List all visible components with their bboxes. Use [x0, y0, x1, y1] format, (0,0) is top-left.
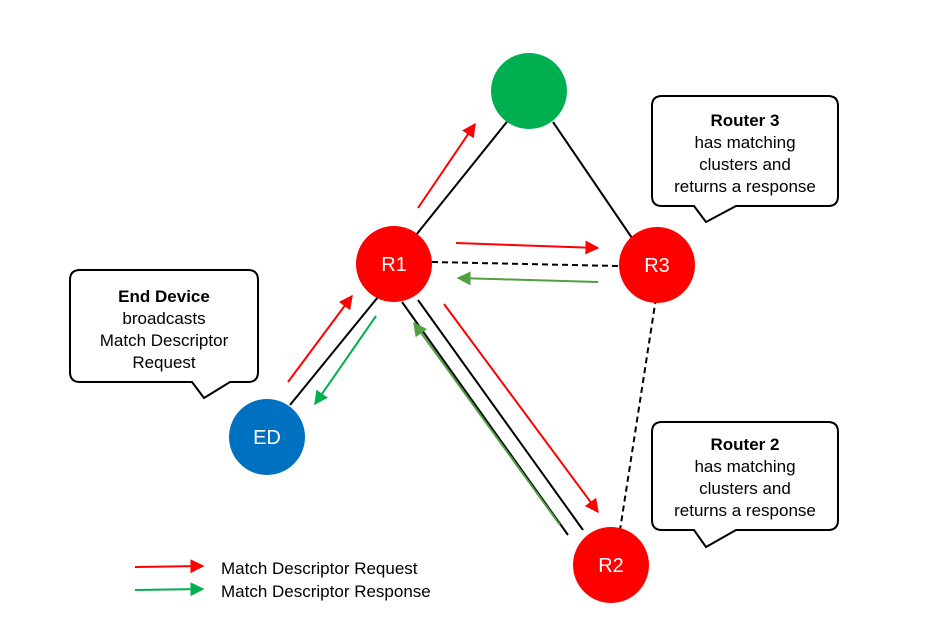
link-ed-r1 [289, 296, 379, 406]
node-r1: R1 [356, 226, 432, 302]
response-arrow-r3-to-r1 [456, 271, 599, 286]
legend-request-label: Match Descriptor Request [221, 559, 418, 578]
legend-response-arrow [134, 582, 205, 597]
link-r3-r2-dashed [619, 297, 657, 531]
node-coordinator [491, 53, 567, 129]
callout-end-device-line: Request [132, 353, 196, 372]
callout-router3-title: Router 3 [711, 111, 780, 130]
legend-request-arrow [134, 559, 205, 574]
callout-router3: Router 3 has matching clusters and retur… [651, 95, 839, 224]
legend-response-label: Match Descriptor Response [221, 582, 431, 601]
callout-router2-line: clusters and [699, 479, 791, 498]
request-arrow-r1-to-r2 [443, 303, 599, 514]
callout-end-device-line: broadcasts [122, 309, 205, 328]
request-arrow-r1-to-coordinator [417, 122, 476, 209]
response-arrow-r2-to-r1 [413, 321, 561, 526]
legend: Match Descriptor Request Match Descripto… [134, 559, 431, 601]
callout-router2: Router 2 has matching clusters and retur… [651, 421, 839, 549]
node-r2: R2 [573, 527, 649, 603]
node-r2-label: R2 [598, 555, 624, 577]
callout-router2-title: Router 2 [711, 435, 780, 454]
node-ed: ED [229, 399, 305, 475]
node-ed-label: ED [253, 427, 281, 449]
response-arrow-r1-to-ed [314, 315, 377, 406]
callout-end-device: End Device broadcasts Match Descriptor R… [69, 269, 259, 400]
link-r1-r2-a [417, 299, 584, 531]
callout-router3-line: returns a response [674, 177, 816, 196]
callout-router2-line: returns a response [674, 501, 816, 520]
link-r1-r3-dashed [431, 261, 619, 267]
callout-router2-line: has matching [694, 457, 795, 476]
node-r3-label: R3 [644, 255, 670, 277]
request-arrow-r1-to-r3 [455, 240, 600, 255]
request-arrow-ed-to-r1 [287, 294, 353, 383]
callout-router3-line: has matching [694, 133, 795, 152]
link-r1-coordinator [411, 117, 511, 241]
callout-end-device-line: Match Descriptor [100, 331, 229, 350]
callout-end-device-title: End Device [118, 287, 210, 306]
link-coordinator-r3 [552, 121, 633, 239]
node-r3: R3 [619, 227, 695, 303]
node-r1-label: R1 [381, 254, 407, 276]
callout-router3-line: clusters and [699, 155, 791, 174]
